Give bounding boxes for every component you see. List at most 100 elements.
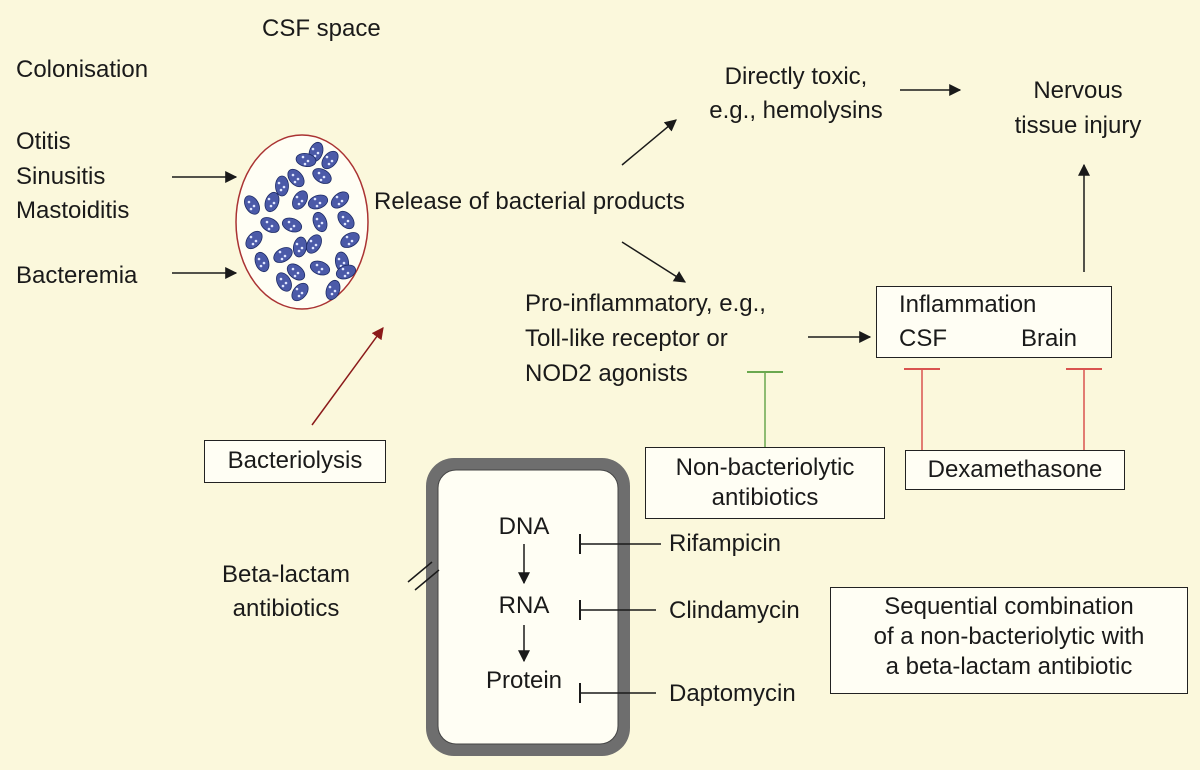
nonbacteriolytic-box: Non-bacteriolytic antibiotics <box>645 447 885 519</box>
bacterium-granule <box>295 242 299 246</box>
bacterium <box>260 217 280 233</box>
bacterium <box>281 217 303 233</box>
bacterium <box>325 279 341 301</box>
bacterium-granule <box>267 227 271 231</box>
csf-space-label: CSF space <box>262 15 381 42</box>
bacterium <box>307 194 329 210</box>
bacterium-granule <box>311 246 315 250</box>
bacterium-granule <box>350 239 354 243</box>
bacterium-granule <box>247 200 251 204</box>
bacterium-granule <box>337 202 341 206</box>
bacterium <box>244 195 260 215</box>
bacterium-granule <box>345 235 349 239</box>
bacterium-granule <box>293 274 297 278</box>
sequential-line-1: Sequential combination <box>884 593 1134 620</box>
bacterium-granule <box>309 239 313 243</box>
bacterium-granule <box>341 267 345 271</box>
otitis-label: Otitis <box>16 128 71 155</box>
bacterium <box>291 282 309 302</box>
bacterium <box>292 190 308 210</box>
arrow-release-to-toxic <box>621 119 677 166</box>
nervous-line-2: tissue injury <box>1014 112 1142 139</box>
dexamethasone-box: Dexamethasone <box>905 450 1125 490</box>
nonbacteriolytic-line-2: antibiotics <box>711 484 819 511</box>
arrow-bacteriolysis-to-release <box>311 327 384 426</box>
bacterium-granule <box>317 270 321 274</box>
bacterium <box>321 150 339 170</box>
inflammation-box: Inflammation CSF Brain <box>876 286 1112 358</box>
bacterium-granule <box>330 159 334 163</box>
bacterium <box>312 211 328 233</box>
bacterium-granule <box>287 220 291 224</box>
bacterium-granule <box>315 204 319 208</box>
proinflammatory-line-2: Toll-like receptor or <box>525 325 728 352</box>
bacterium-granule <box>346 271 350 275</box>
toxic-line-1: Directly toxic, <box>724 63 868 90</box>
sequential-line-2: of a non-bacteriolytic with <box>873 623 1145 650</box>
bacterium-granule <box>313 154 317 158</box>
dexamethasone-label: Dexamethasone <box>927 456 1103 483</box>
bacterium-granule <box>295 195 299 199</box>
bacterium-granule <box>293 180 297 184</box>
release-label: Release of bacterial products <box>374 188 685 215</box>
inflammation-label: Inflammation <box>899 291 1037 318</box>
bacterium-granule <box>283 254 287 258</box>
protein-label: Protein <box>485 667 563 694</box>
bacterium-granule <box>262 261 266 265</box>
bacterium-granule <box>343 222 347 226</box>
bacterium <box>335 264 357 280</box>
bacterium <box>286 263 306 281</box>
bacterium <box>264 191 280 213</box>
bacterium-granule <box>297 294 301 298</box>
proinflammatory-line-3: NOD2 agonists <box>525 360 688 387</box>
bacterium-granule <box>325 155 329 159</box>
bacterium-granule <box>341 215 345 219</box>
bacteremia-label: Bacteremia <box>16 262 138 289</box>
bacterium-granule <box>333 289 337 293</box>
bacterium <box>309 260 331 276</box>
bacterium <box>273 247 293 263</box>
bacterium-granule <box>347 242 351 246</box>
bacterium-granule <box>320 221 324 225</box>
bacterium-granule <box>282 185 286 189</box>
nervous-line-1: Nervous <box>1033 77 1123 104</box>
bacterium-granule <box>315 217 319 221</box>
beta-lactam-mark <box>407 561 433 583</box>
bacterium <box>337 210 355 230</box>
clindamycin-label: Clindamycin <box>669 597 800 624</box>
bacterium-granule <box>327 162 331 166</box>
bacteria-cluster <box>244 141 360 302</box>
rna-label: RNA <box>498 592 550 619</box>
bacterium <box>312 168 332 184</box>
beta-lactam-line-2: antibiotics <box>232 595 340 622</box>
bacterium-granule <box>346 219 350 223</box>
nonbacteriolytic-line-1: Non-bacteriolytic <box>675 454 855 481</box>
bacterium-granule <box>249 207 253 211</box>
bacterium-granule <box>269 204 273 208</box>
bacterium-granule <box>257 257 261 261</box>
bacterium-granule <box>292 224 296 228</box>
dna-label: DNA <box>498 513 550 540</box>
bacterium <box>340 232 360 248</box>
bacterium-granule <box>297 249 301 253</box>
bacterium-granule <box>315 263 319 267</box>
bacterium <box>254 251 270 273</box>
bacterium-granule <box>316 151 320 155</box>
toxic-line-2: e.g., hemolysins <box>709 97 883 124</box>
bacterium-granule <box>297 202 301 206</box>
bacterium-granule <box>249 235 253 239</box>
bacterium-granule <box>296 271 300 275</box>
bacterium-granule <box>291 173 295 177</box>
bacterium-granule <box>300 199 304 203</box>
sinusitis-label: Sinusitis <box>16 163 106 190</box>
bacterium-granule <box>311 147 315 151</box>
bacteriolysis-box: Bacteriolysis <box>204 440 386 483</box>
beta-lactam-line-1: Beta-lactam <box>221 561 351 588</box>
arrow-release-to-proinflammatory <box>621 241 687 283</box>
bacterium <box>275 175 289 197</box>
bacterium-granule <box>291 267 295 271</box>
bacterium-granule <box>313 197 317 201</box>
bacterium-granule <box>281 284 285 288</box>
bacterium-granule <box>337 257 341 261</box>
